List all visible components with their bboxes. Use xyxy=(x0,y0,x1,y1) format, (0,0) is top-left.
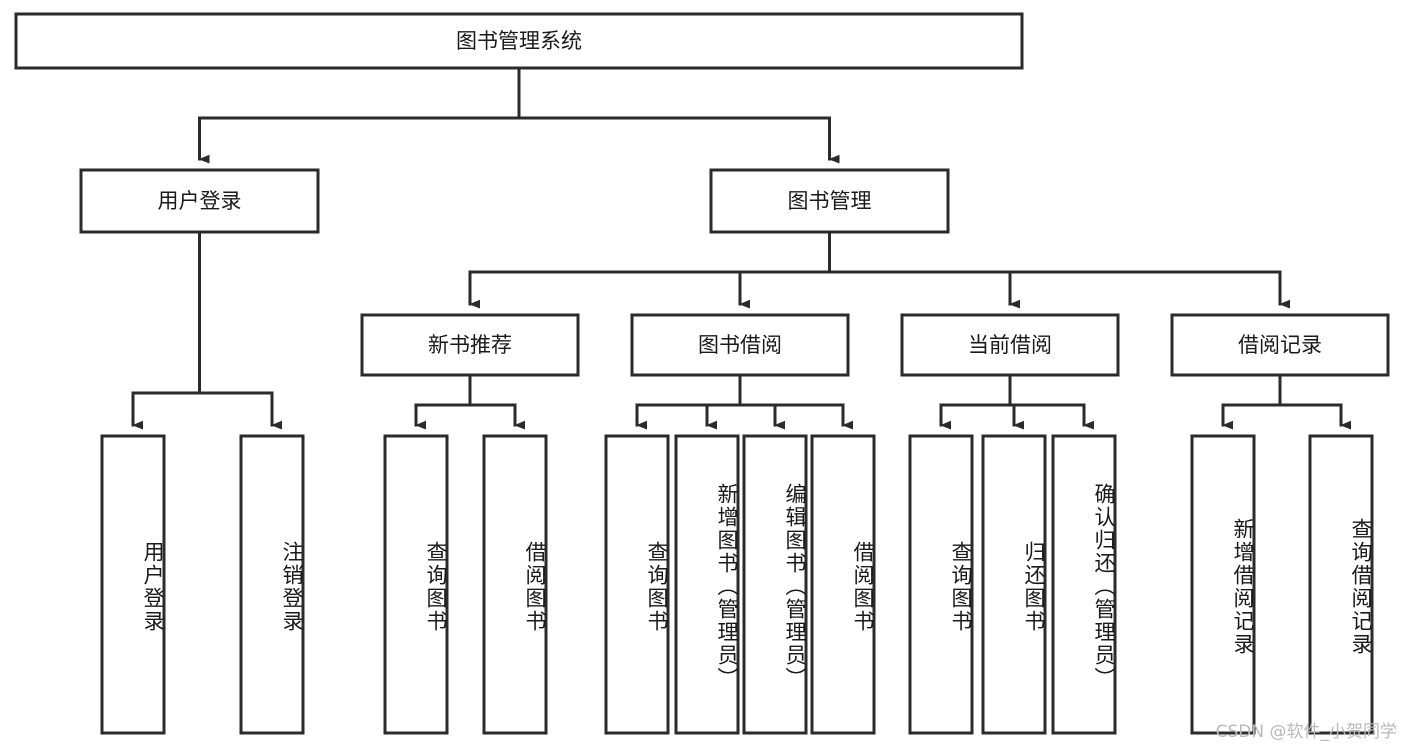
node-box-layer xyxy=(14,12,1390,735)
node-box-leaf-borrow-book xyxy=(810,434,876,735)
node-box-leaf-query-borrow-record xyxy=(1308,434,1374,735)
node-label-user-login: 用户登录 xyxy=(158,189,242,213)
node-box-leaf-user-login xyxy=(100,434,166,735)
node-box-book-borrow xyxy=(630,313,850,377)
node-box-borrow-record xyxy=(1170,313,1390,377)
node-box-new-book-recommend xyxy=(360,313,580,377)
node-box-user-login xyxy=(79,168,320,234)
node-label-root: 图书管理系统 xyxy=(456,29,582,53)
node-box-root xyxy=(14,12,1024,70)
node-box-leaf-logout xyxy=(239,434,305,735)
node-box-leaf-query-book-current xyxy=(908,434,974,735)
node-label-book-management: 图书管理 xyxy=(788,189,872,213)
connector-layer xyxy=(131,66,1351,430)
node-box-leaf-return-book xyxy=(981,434,1047,735)
node-box-leaf-edit-book-admin xyxy=(742,434,808,735)
node-box-book-management xyxy=(709,168,950,234)
node-box-current-borrow xyxy=(900,313,1120,377)
node-label-new-book-recommend: 新书推荐 xyxy=(428,333,512,357)
node-label-borrow-record: 借阅记录 xyxy=(1238,333,1322,357)
node-label-current-borrow: 当前借阅 xyxy=(968,333,1052,357)
node-box-leaf-borrow-book-recommend xyxy=(482,434,548,735)
node-box-leaf-confirm-return-admin xyxy=(1051,434,1117,735)
node-box-leaf-query-book-recommend xyxy=(383,434,449,735)
node-box-leaf-add-borrow-record xyxy=(1190,434,1256,735)
csdn-watermark: CSDN @软件_小贺同学 xyxy=(1215,722,1397,742)
node-label-book-borrow: 图书借阅 xyxy=(698,333,782,357)
node-box-leaf-add-book-admin xyxy=(674,434,740,735)
node-box-leaf-query-book-borrow xyxy=(604,434,670,735)
